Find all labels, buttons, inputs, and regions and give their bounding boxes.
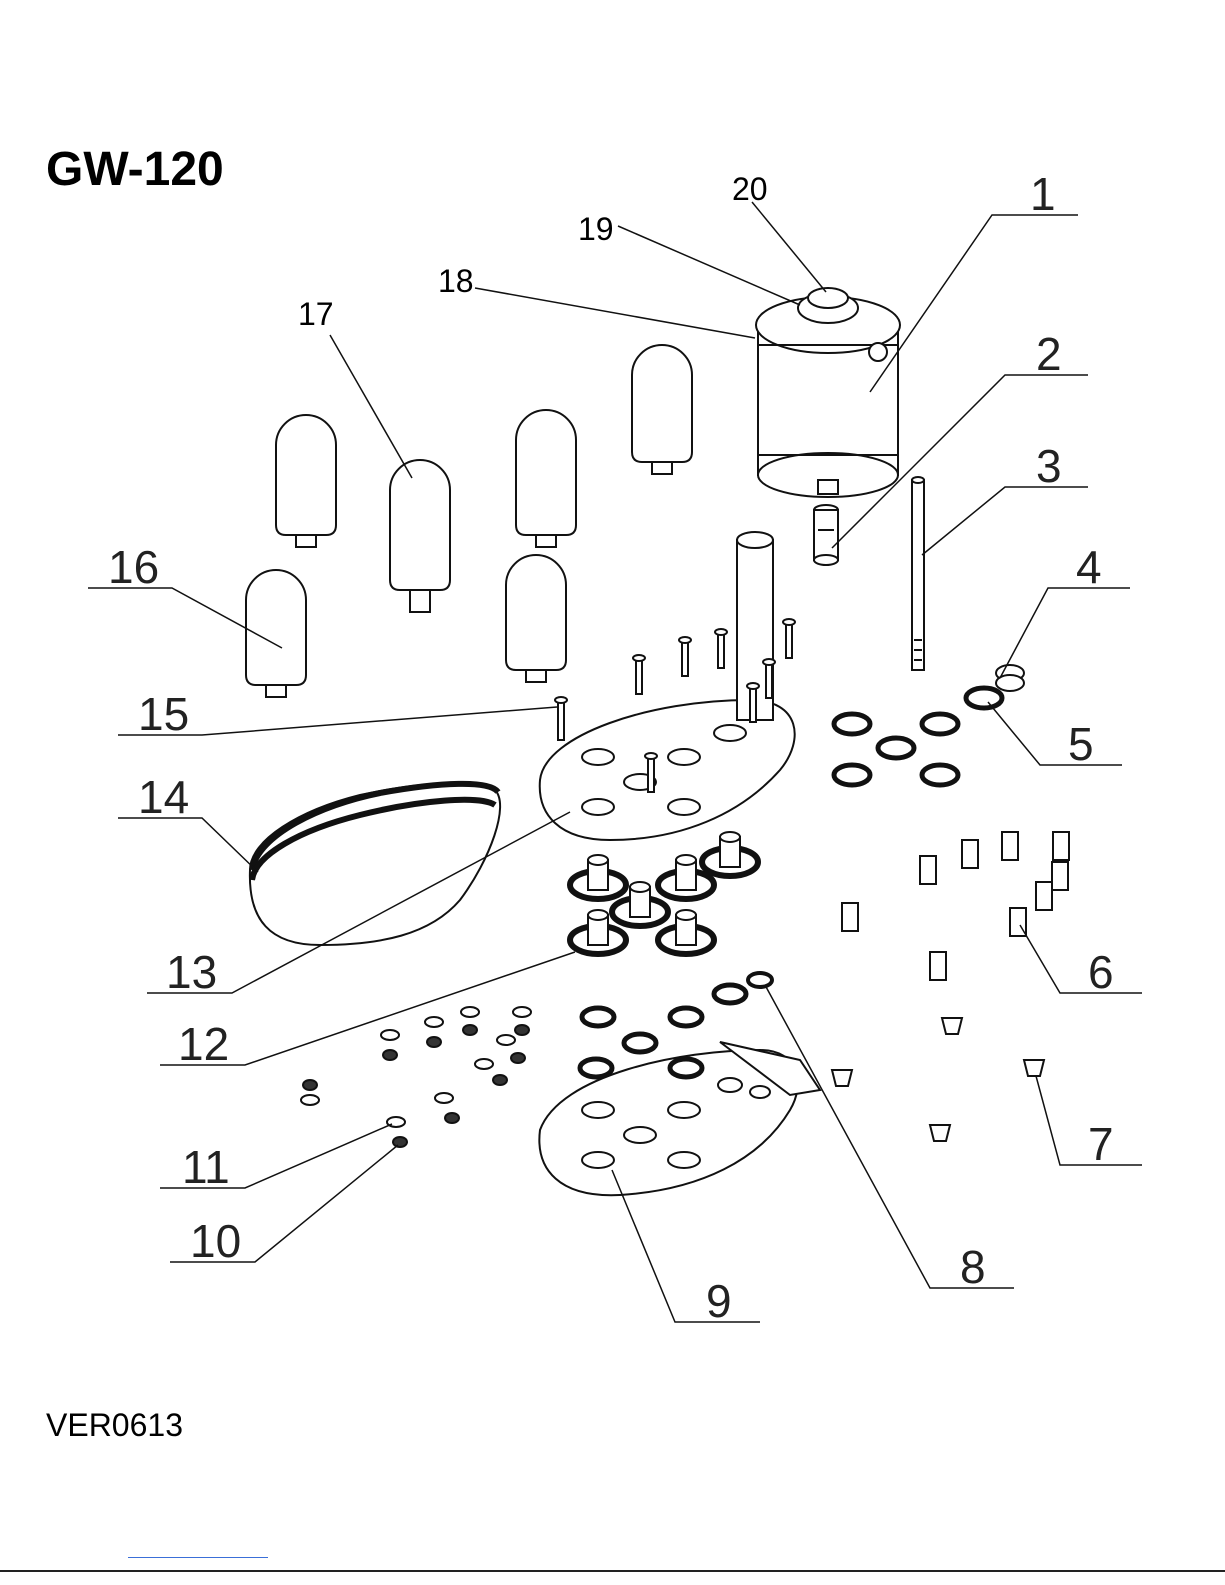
callout-4: 4	[1076, 541, 1102, 593]
callout-6: 6	[1088, 946, 1114, 998]
part-tumbler-capsules	[246, 345, 692, 697]
callout-5: 5	[1068, 718, 1094, 770]
callout-20: 20	[732, 171, 768, 207]
callout-18: 18	[438, 263, 474, 299]
callout-10: 10	[190, 1215, 241, 1267]
part-rollers	[570, 832, 758, 954]
callout-11: 11	[182, 1141, 230, 1193]
part-motor-housing	[756, 288, 900, 497]
callout-12: 12	[178, 1018, 229, 1070]
callout-14: 14	[138, 771, 189, 823]
callout-1: 1	[1030, 168, 1056, 220]
part-bottom-plate	[539, 973, 820, 1195]
callout-2: 2	[1036, 328, 1062, 380]
part-spacers	[842, 832, 1069, 980]
callout-16: 16	[108, 541, 159, 593]
part-belt	[250, 783, 500, 945]
callout-3: 3	[1036, 440, 1062, 492]
part-shaft	[912, 477, 924, 670]
callout-7: 7	[1088, 1118, 1114, 1170]
part-coupling	[814, 505, 838, 565]
callout-15: 15	[138, 688, 189, 740]
part-nuts-washers	[301, 1007, 531, 1147]
callout-8: 8	[960, 1241, 986, 1293]
callout-19: 19	[578, 211, 614, 247]
callout-13: 13	[166, 946, 217, 998]
part-bearing-rings	[834, 688, 1002, 785]
callout-17: 17	[298, 296, 334, 332]
part-rubber-feet	[832, 1018, 1044, 1141]
callout-9: 9	[706, 1275, 732, 1327]
